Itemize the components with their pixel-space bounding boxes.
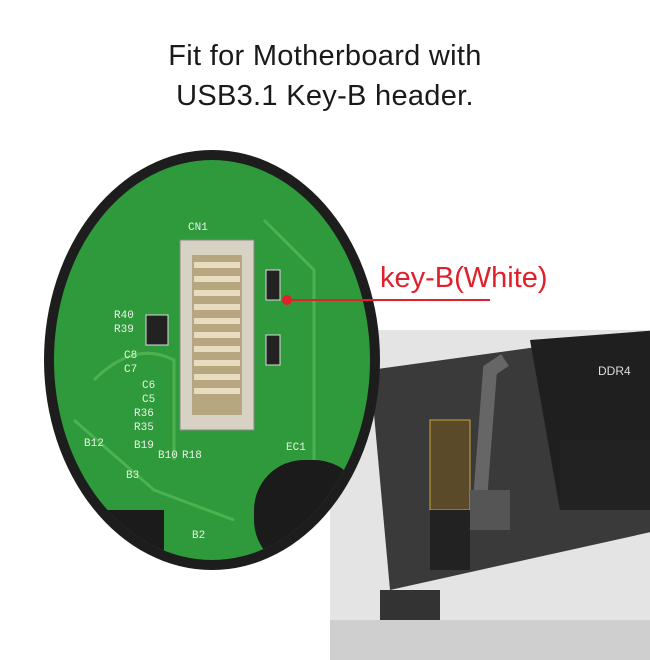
silk-r18: R18 bbox=[182, 450, 202, 462]
silk-c8: C8 bbox=[124, 350, 138, 362]
silk-b12: B12 bbox=[84, 438, 104, 450]
heading-line-1: Fit for Motherboard with bbox=[168, 40, 482, 72]
silk-b19: B19 bbox=[134, 440, 154, 452]
silk-c6: C6 bbox=[142, 380, 156, 392]
silk-r35: R35 bbox=[134, 422, 154, 434]
silk-cn1: CN1 bbox=[188, 222, 208, 234]
silk-b10: B10 bbox=[158, 450, 178, 462]
heading-line-2: USB3.1 Key-B header. bbox=[176, 80, 474, 112]
silk-c7: C7 bbox=[124, 364, 138, 376]
silk-ec1: EC1 bbox=[286, 442, 306, 454]
silk-r40: R40 bbox=[114, 310, 134, 322]
silk-b3: B3 bbox=[126, 470, 140, 482]
motherboard-photo: DDR4 bbox=[330, 330, 650, 660]
silk-r36: R36 bbox=[134, 408, 154, 420]
silk-b2: B2 bbox=[192, 530, 206, 542]
key-b-callout-label: key-B(White) bbox=[380, 262, 548, 294]
ddr4-label: DDR4 bbox=[598, 364, 631, 378]
pcb-closeup: CN1 R40 R39 C8 C7 C6 C5 R36 R35 B19 B10 … bbox=[54, 160, 370, 560]
silk-c5: C5 bbox=[142, 394, 156, 406]
silk-r39: R39 bbox=[114, 324, 134, 336]
callout-dot bbox=[282, 295, 292, 305]
